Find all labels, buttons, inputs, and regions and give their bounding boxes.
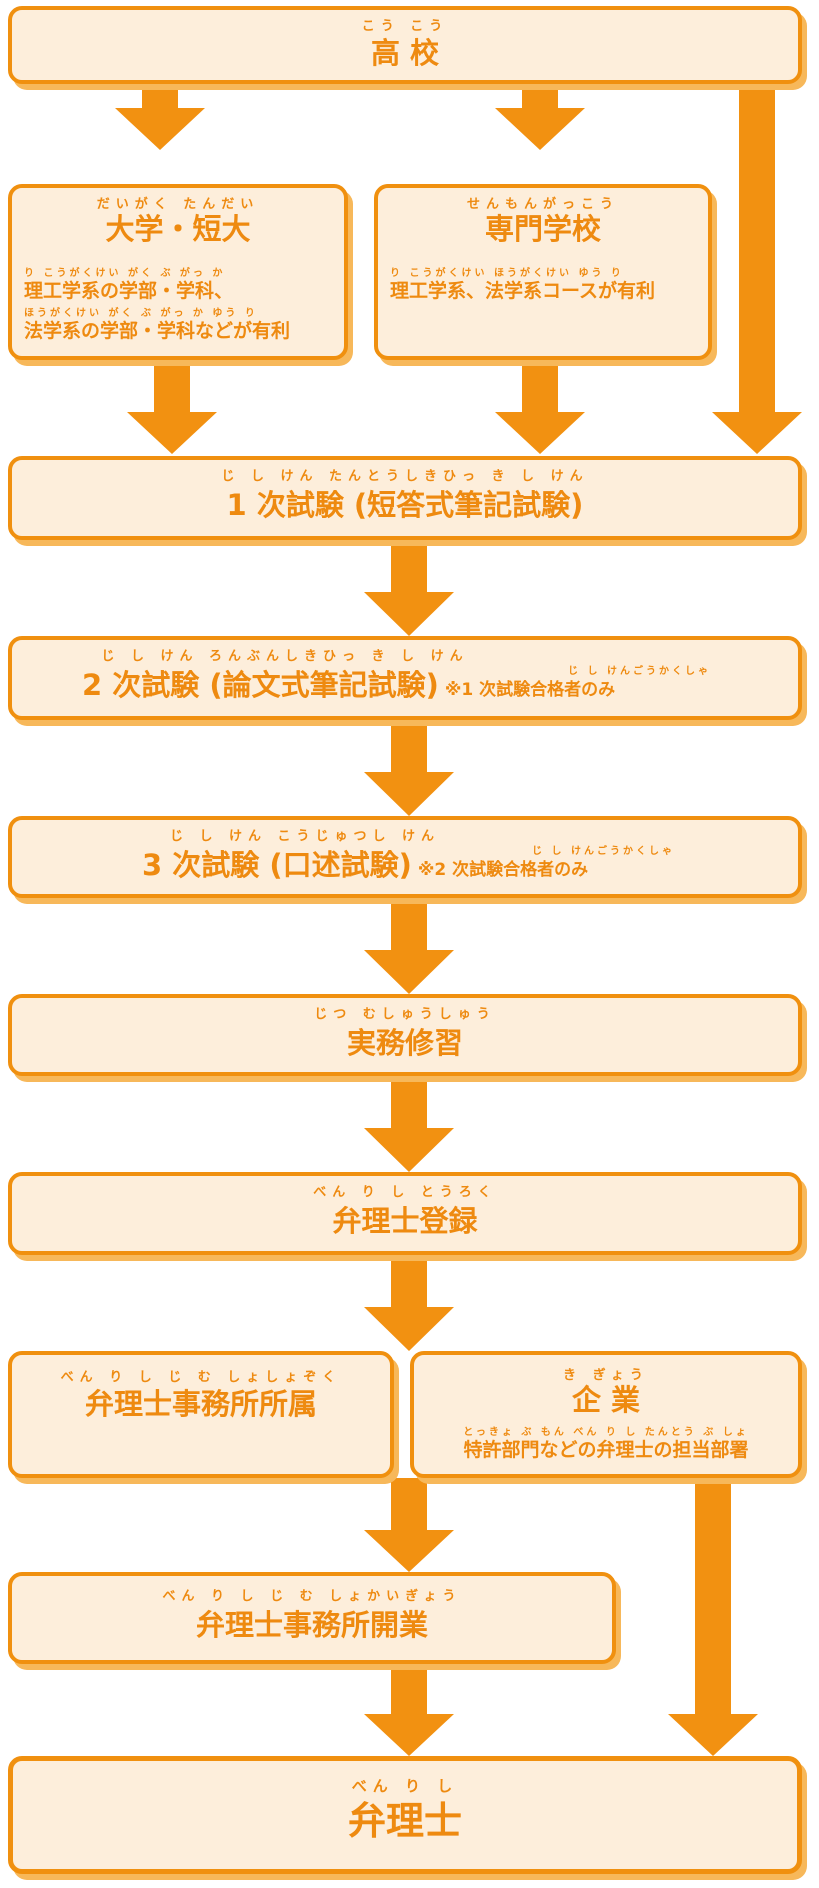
arrow-highschool-to-exam1: [712, 74, 802, 454]
registration-title: 弁理士登録: [332, 1204, 478, 1238]
node-third-exam: じ し けん こうじゅつし けん 3 次試験 (口述試験)※2 次試験合格者のみ…: [8, 816, 802, 898]
registration-furigana: べん り し とうろく: [313, 1185, 497, 1200]
office-open-title: 弁理士事務所開業: [195, 1608, 428, 1642]
arrow-exam2-to-exam3: [364, 720, 454, 816]
node-first-exam: じ し けん たんとうしきひっ き し けん 1 次試験 (短答式筆記試験): [8, 456, 802, 540]
exam2-title-line: 2 次試験 (論文式筆記試験)※1 次試験合格者のみ: [82, 668, 615, 707]
node-second-exam: じ し けん ろんぶんしきひっ き し けん 2 次試験 (論文式筆記試験)※1…: [8, 636, 802, 720]
arrow-office-open-to-patent-attorney: [364, 1664, 454, 1756]
arrow-practical-to-registration: [364, 1076, 454, 1172]
node-office-member: べん り し じ む しょしょぞく 弁理士事務所所属: [8, 1351, 394, 1478]
exam2-note: ※1 次試験合格者のみ: [444, 680, 616, 700]
exam1-title: 1 次試験 (短答式筆記試験): [226, 488, 584, 522]
practical-furigana: じつ むしゅうしゅう: [314, 1007, 496, 1022]
arrow-university-to-exam1: [127, 360, 217, 454]
high-school-title: 高 校: [370, 36, 440, 70]
company-line1-furigana: とっきょ ぶ もん べん り し たんとう ぶ しょ: [463, 1427, 749, 1438]
node-vocational-school: せんもんがっこう 専門学校 り こうがくけい ほうがくけい ゆう り 理工学系、…: [374, 184, 712, 360]
arrow-company-to-patent-attorney: [668, 1478, 758, 1756]
arrow-registration-to-split: [364, 1255, 454, 1351]
exam3-note-furigana: じ し けんごうかくしゃ: [532, 846, 675, 857]
company-furigana: き ぎょう: [563, 1368, 649, 1383]
exam1-furigana: じ し けん たんとうしきひっ き し けん: [221, 469, 589, 484]
vocational-title: 専門学校: [484, 212, 601, 246]
node-university: だいがく たんだい 大学・短大 り こうがくけい がく ぶ がっ か 理工学系の…: [8, 184, 348, 360]
patent-attorney-furigana: べん り し: [351, 1777, 459, 1795]
office-member-title: 弁理士事務所所属: [84, 1387, 317, 1421]
university-furigana: だいがく たんだい: [96, 197, 260, 212]
arrow-office-member-to-office-open: [364, 1478, 454, 1572]
university-line1-furigana: り こうがくけい がく ぶ がっ か: [24, 268, 226, 279]
office-member-furigana: べん り し じ む しょしょぞく: [60, 1370, 342, 1385]
exam2-furigana: じ し けん ろんぶんしきひっ き し けん: [101, 649, 469, 664]
node-office-open: べん り し じ む しょかいぎょう 弁理士事務所開業: [8, 1572, 616, 1664]
exam3-title-line: 3 次試験 (口述試験)※2 次試験合格者のみ: [142, 848, 588, 887]
arrow-exam3-to-practical: [364, 898, 454, 994]
vocational-furigana: せんもんがっこう: [466, 197, 619, 212]
practical-title: 実務修習: [346, 1026, 463, 1060]
node-practical-training: じつ むしゅうしゅう 実務修習: [8, 994, 802, 1076]
node-company: き ぎょう 企 業 とっきょ ぶ もん べん り し たんとう ぶ しょ 特許部…: [410, 1351, 802, 1478]
exam3-furigana: じ し けん こうじゅつし けん: [169, 829, 441, 844]
office-open-furigana: べん り し じ む しょかいぎょう: [162, 1589, 462, 1604]
node-high-school: こう こう 高 校: [8, 6, 802, 84]
university-line2-furigana: ほうがくけい がく ぶ がっ か ゆう り: [24, 308, 258, 319]
arrow-exam1-to-exam2: [364, 540, 454, 636]
university-line2: 法学系の学部・学科などが有利: [24, 320, 291, 342]
high-school-furigana: こう こう: [361, 19, 449, 34]
university-title: 大学・短大: [105, 212, 251, 246]
patent-attorney-title: 弁理士: [347, 1799, 462, 1843]
arrow-highschool-to-university: [115, 74, 205, 150]
arrow-vocational-to-exam1: [495, 360, 585, 454]
company-title: 企 業: [571, 1383, 641, 1417]
vocational-line1-furigana: り こうがくけい ほうがくけい ゆう り: [390, 268, 624, 279]
arrow-highschool-to-vocational: [495, 74, 585, 150]
exam3-title: 3 次試験 (口述試験): [142, 848, 412, 882]
company-line1: 特許部門などの弁理士の担当部署: [463, 1439, 749, 1461]
vocational-line1: 理工学系、法学系コースが有利: [390, 280, 656, 302]
exam2-title: 2 次試験 (論文式筆記試験): [82, 668, 439, 702]
university-line1: 理工学系の学部・学科、: [24, 280, 234, 302]
node-registration: べん り し とうろく 弁理士登録: [8, 1172, 802, 1255]
exam3-note: ※2 次試験合格者のみ: [417, 860, 589, 880]
exam2-note-furigana: じ し けんごうかくしゃ: [568, 666, 711, 677]
node-patent-attorney: べん り し 弁理士: [8, 1756, 802, 1874]
